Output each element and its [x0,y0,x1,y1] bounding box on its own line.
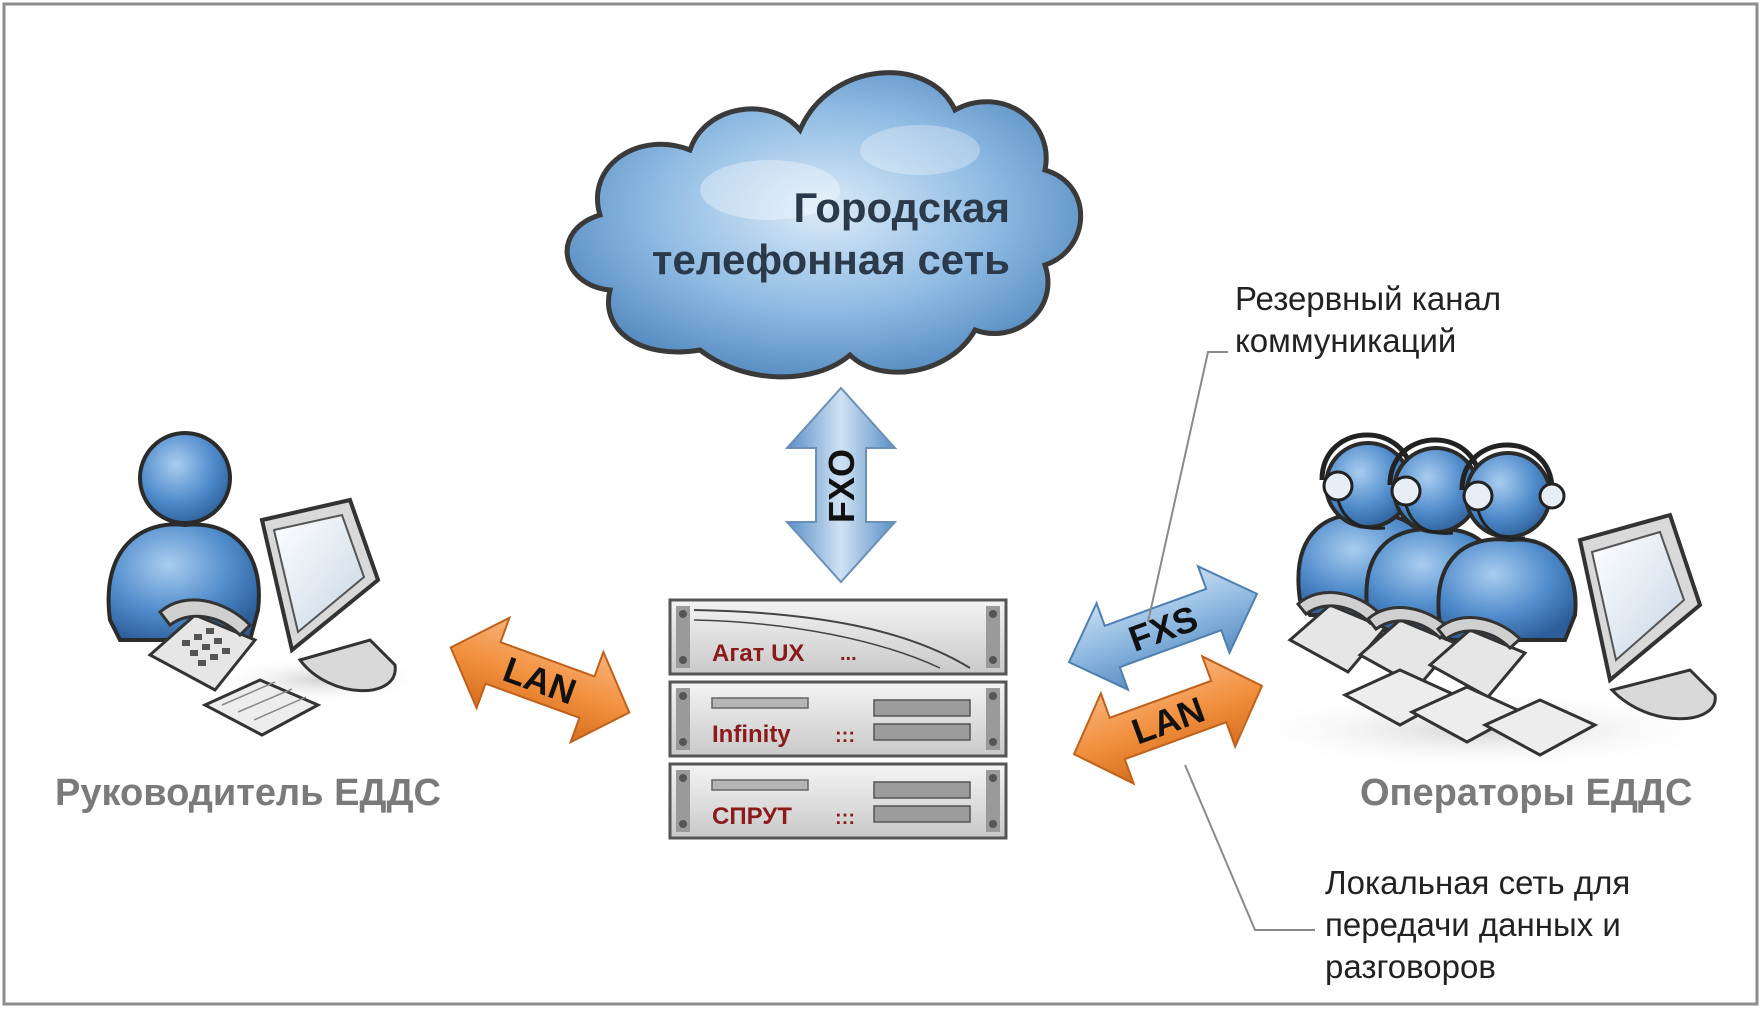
operators-workstations [1230,432,1730,770]
operator-keyboard-icon-3 [1481,698,1599,757]
keyboard-icon [201,678,322,737]
backup-channel-note-line-2: коммуникаций [1235,322,1457,359]
operator-person-icon-3 [1436,442,1578,642]
headset-icon [1459,442,1555,491]
manager-lan-arrow: LAN [449,615,631,745]
fxo-label: FXO [821,449,862,523]
headset-earpiece-icon [1322,470,1354,502]
rack-unit-sprut-indicator: ::: [835,807,855,829]
rack-unit-infinity-indicator: ::: [835,725,855,747]
local-network-note: Локальная сеть для передачи данных и раз… [1325,862,1630,988]
fxo-arrow: FXO [784,386,898,584]
headset-earpiece-icon [1390,475,1422,507]
operators-monitor-icon [1577,512,1717,721]
headset-earpiece-icon [1462,480,1494,512]
local-network-note-line-1: Локальная сеть для [1325,864,1631,901]
rack-unit-agat-label: Агат UX [712,640,804,667]
backup-channel-note-line-1: Резервный канал [1235,280,1502,317]
backup-channel-note: Резервный канал коммуникаций [1235,278,1501,362]
manager-caption: Руководитель ЕДДС [55,772,441,814]
backup-channel-leader-line [1147,351,1228,623]
manager-person-icon [106,431,261,642]
operators-caption: Операторы ЕДДС [1360,772,1693,814]
monitor-icon [259,497,397,693]
cloud-label-line-1: Городская [793,184,1010,231]
local-network-note-line-3: разговоров [1325,948,1496,985]
operator-phone-icon-3 [1427,616,1528,699]
city-phone-network-cloud [564,70,1084,380]
manager-workstation [106,431,430,737]
rack-unit-infinity-label: Infinity [712,721,791,748]
rack-unit-sprut-label: СПРУТ [712,803,792,830]
local-network-leader-line [1184,764,1315,931]
rack-unit-agat-indicator: ... [840,643,857,665]
server-rack: Агат UX ... Infinity ::: СПРУТ [668,598,1008,840]
desk-phone-icon [147,598,258,692]
local-network-note-line-2: передачи данных и [1325,906,1621,943]
rack-unit-sprut: СПРУТ ::: [668,762,1008,840]
cloud-label-line-2: телефонная сеть [651,236,1010,283]
rack-unit-agat: Агат UX ... [668,598,1008,676]
cloud-label: Городская телефонная сеть [590,182,1010,286]
rack-unit-infinity: Infinity ::: [668,680,1008,758]
